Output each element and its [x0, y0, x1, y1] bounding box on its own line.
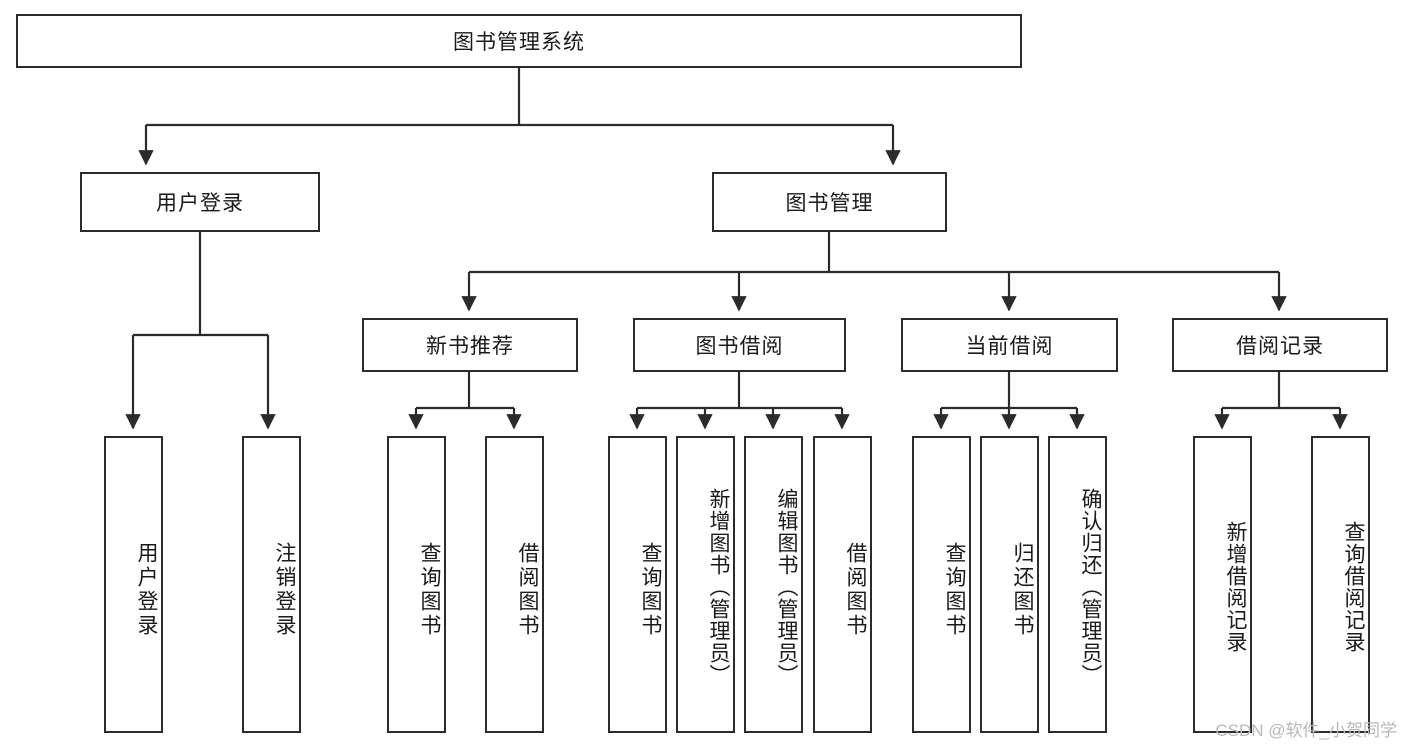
leaf-return-book[interactable]: 归还图书: [980, 436, 1039, 733]
leaf-query-books-current[interactable]: 查询图书: [912, 436, 971, 733]
leaf-user-login[interactable]: 用户登录: [104, 436, 163, 733]
node-current-borrow[interactable]: 当前借阅: [901, 318, 1118, 372]
leaf-add-borrow-record[interactable]: 新增借阅记录: [1193, 436, 1252, 733]
node-book-borrow[interactable]: 图书借阅: [633, 318, 846, 372]
leaf-borrow-books-new[interactable]: 借阅图书: [485, 436, 544, 733]
leaf-add-book-admin[interactable]: 新增图书（管理员）: [676, 436, 735, 733]
node-borrow-records[interactable]: 借阅记录: [1172, 318, 1388, 372]
leaf-logout[interactable]: 注销登录: [242, 436, 301, 733]
leaf-edit-book-admin[interactable]: 编辑图书（管理员）: [744, 436, 803, 733]
node-book-management[interactable]: 图书管理: [712, 172, 947, 232]
leaf-borrow-book[interactable]: 借阅图书: [813, 436, 872, 733]
leaf-query-books-new[interactable]: 查询图书: [387, 436, 446, 733]
leaf-query-borrow-record[interactable]: 查询借阅记录: [1311, 436, 1370, 733]
node-new-book-recommend[interactable]: 新书推荐: [362, 318, 578, 372]
node-user-login[interactable]: 用户登录: [80, 172, 320, 232]
leaf-query-books-borrow[interactable]: 查询图书: [608, 436, 667, 733]
node-root[interactable]: 图书管理系统: [16, 14, 1022, 68]
leaf-confirm-return-admin[interactable]: 确认归还（管理员）: [1048, 436, 1107, 733]
